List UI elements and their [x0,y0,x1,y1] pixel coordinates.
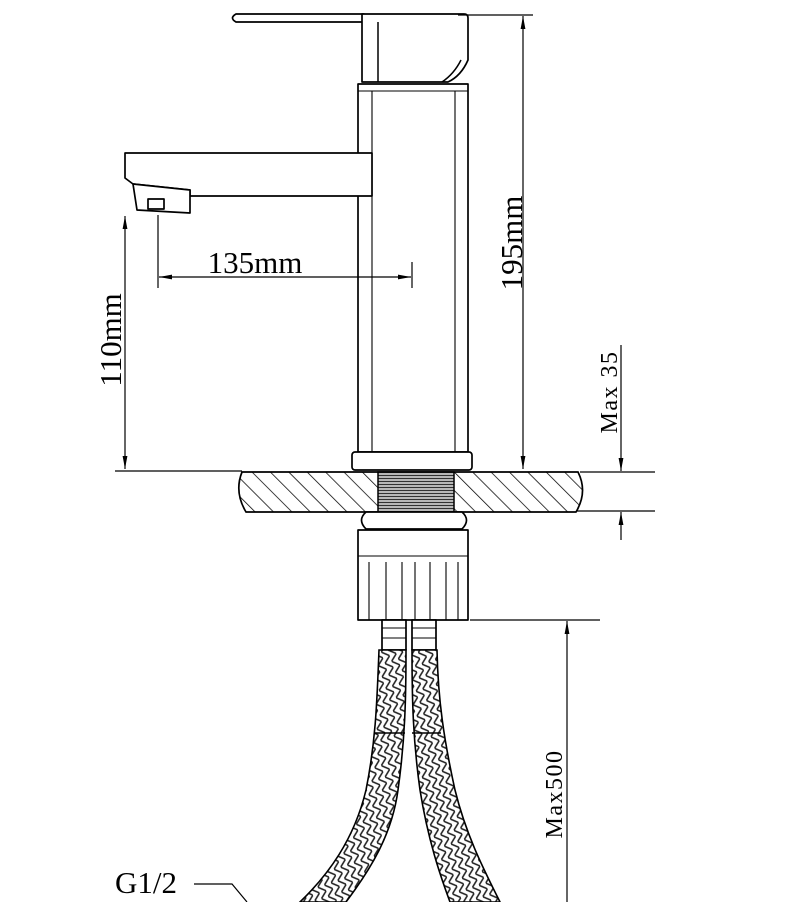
base-assembly [237,451,584,621]
dimension-overall-height: 195mm [458,14,533,469]
handle [231,13,469,83]
braided-hose-right [411,649,501,902]
thread-leader-line [194,883,248,902]
braided-hose-left [298,649,407,902]
hose-connector-left [381,619,407,651]
spout-height-label: 110mm [93,293,128,387]
threaded-shank [377,471,455,513]
fixing-nut [360,511,468,530]
spout-reach-label: 135mm [208,245,303,280]
hose-connectors [381,619,437,651]
faucet-body [357,83,469,453]
spout [124,152,373,214]
hose-connector-right [411,619,437,651]
handle-cam-curve [441,59,462,83]
dimension-spout-height: 110mm [93,216,242,472]
braided-hoses [298,649,501,902]
dimension-hose-length: Max500 [470,619,600,902]
connection-thread-label: G1/2 [115,865,177,900]
thread-callout: G1/2 [115,865,248,902]
dimension-spout-reach: 135mm [157,215,413,288]
overall-height-label: 195mm [494,196,529,291]
body-cylinder [357,83,469,453]
handle-lever-arm [231,13,365,23]
deck-thickness-label: Max 35 [597,351,623,434]
mixer-cartridge-housing [357,529,469,621]
handle-block [361,13,469,83]
dimension-deck-thickness: Max 35 [576,345,655,540]
base-collar [351,451,473,471]
aerator-insert [147,198,165,210]
hose-length-label: Max500 [542,750,568,839]
